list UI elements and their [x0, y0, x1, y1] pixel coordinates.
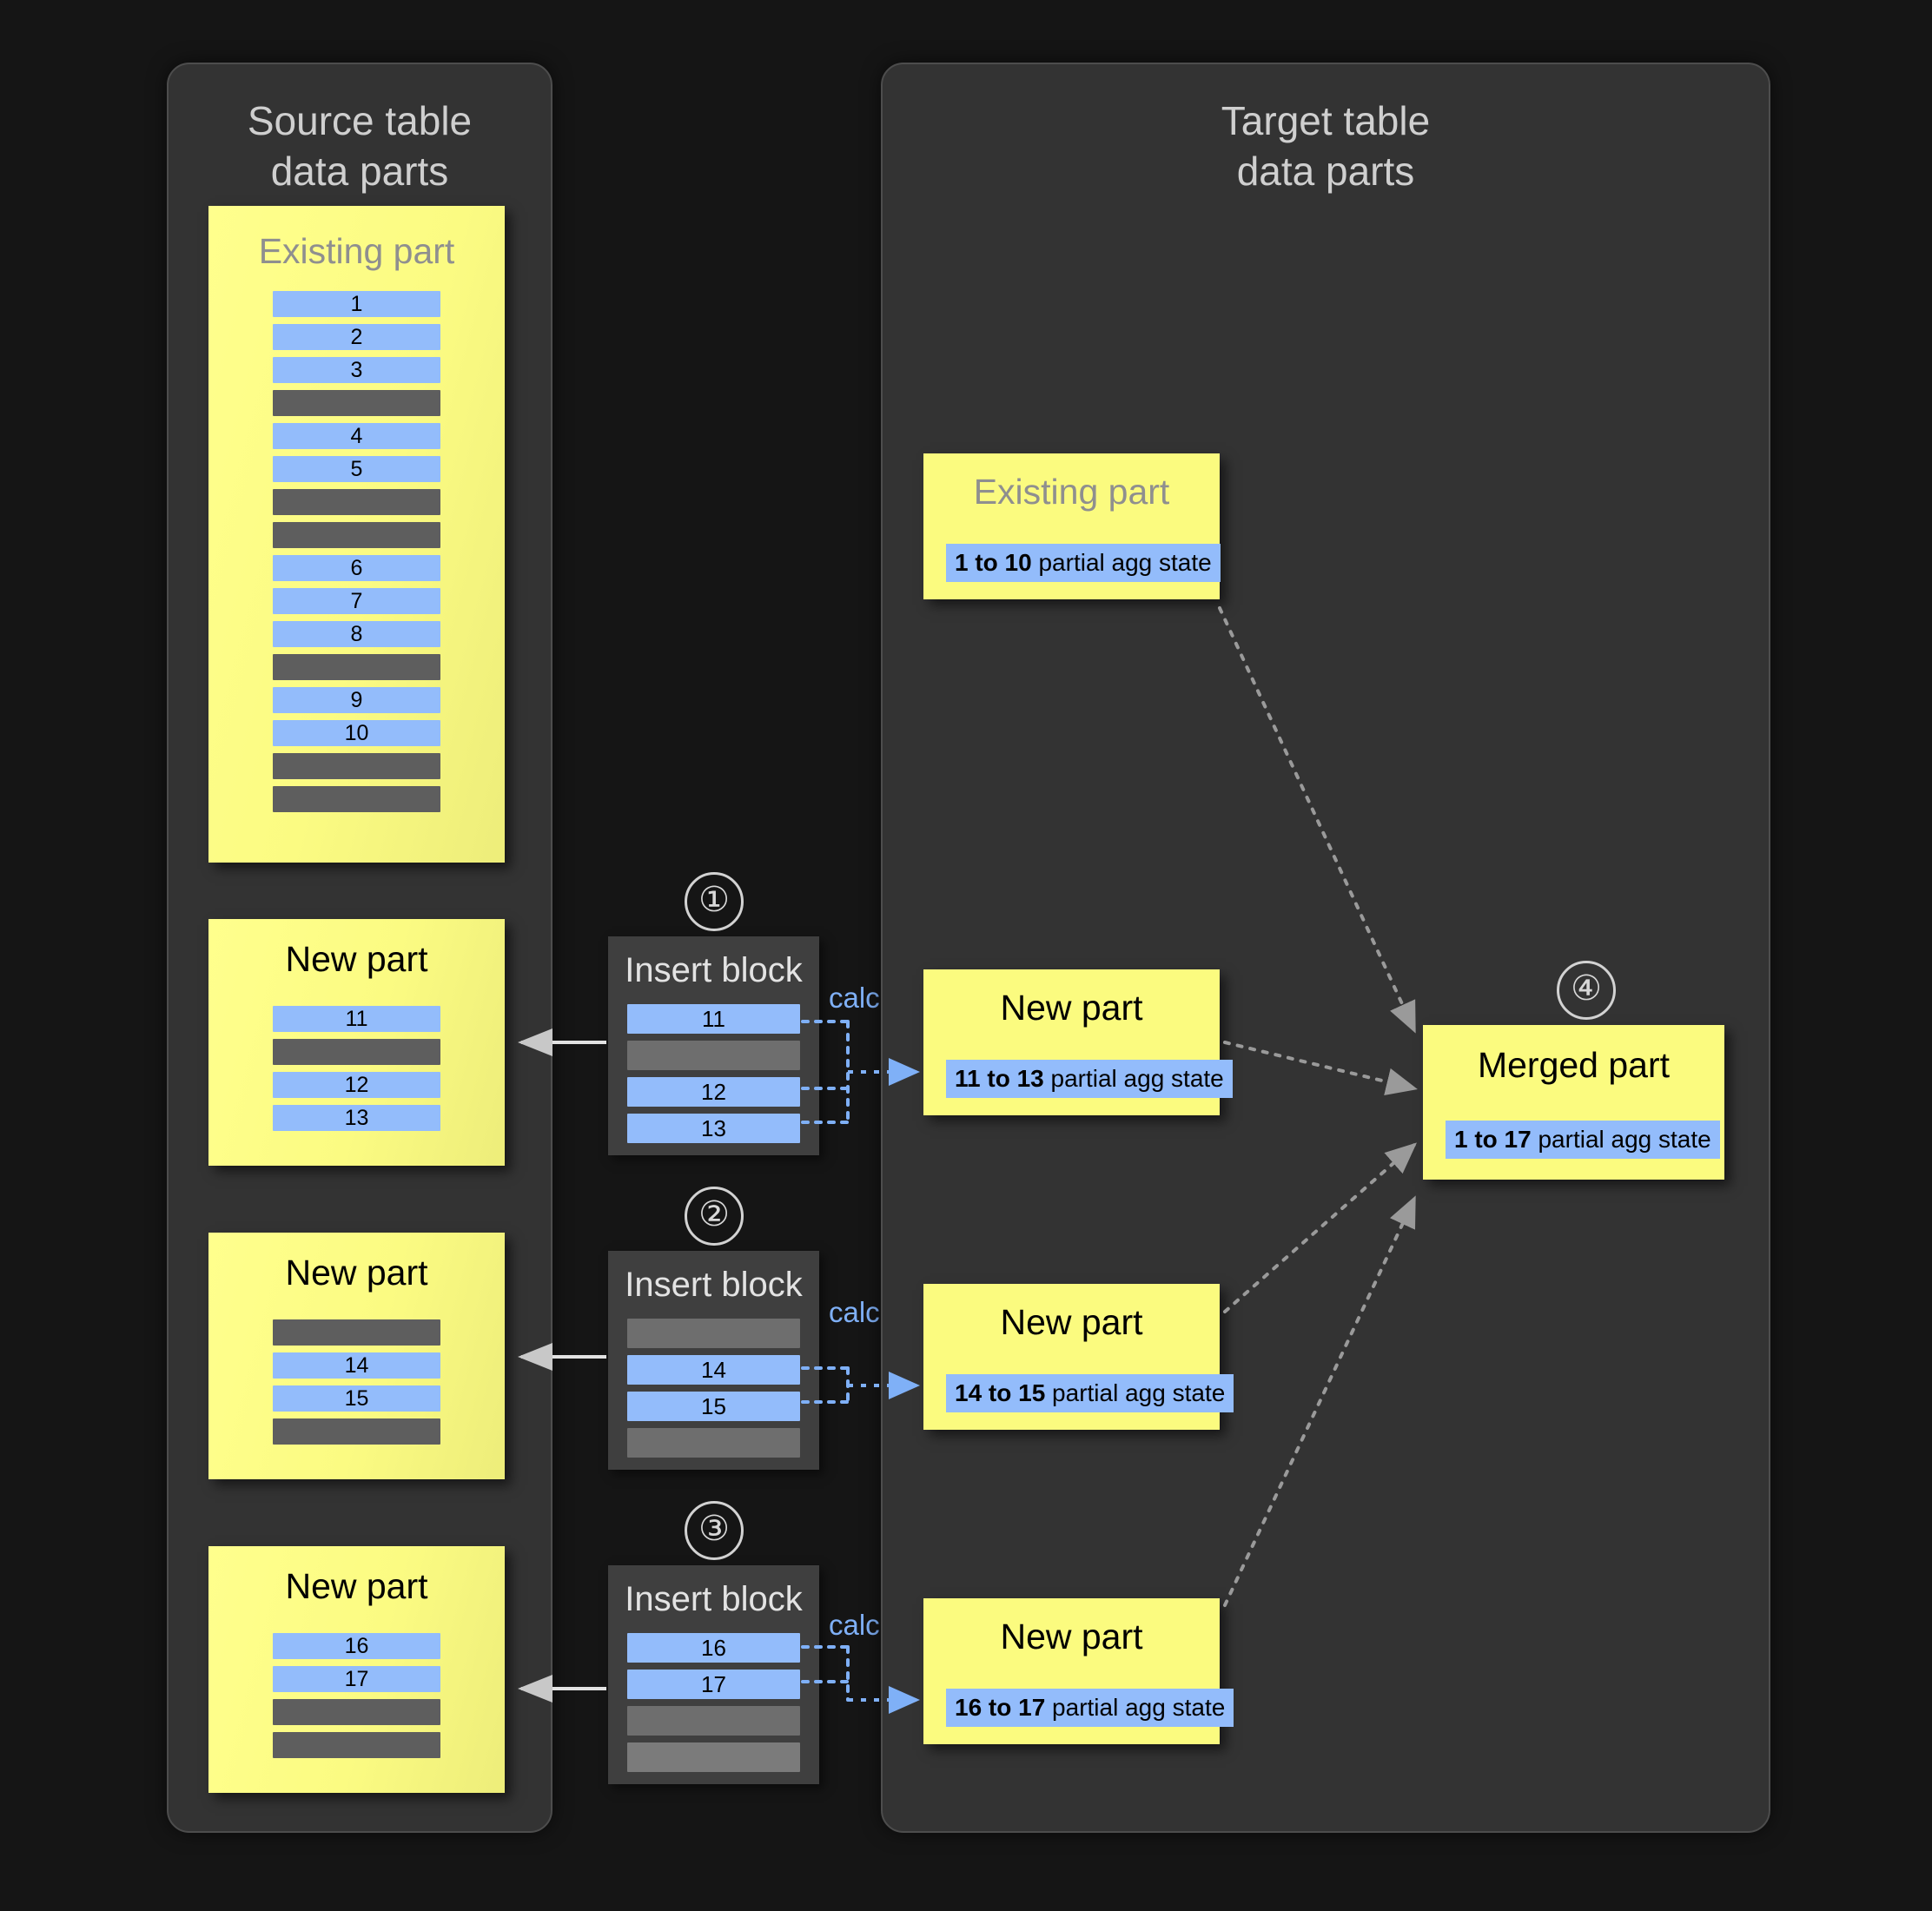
source-new-part-2-row-3: 15	[273, 1385, 440, 1412]
source-existing-row-6: 5	[273, 456, 440, 482]
source-new-part-1-row-3: 12	[273, 1072, 440, 1098]
target-table-title: Target table data parts	[1221, 98, 1431, 194]
agg-range: 16 to 17	[955, 1694, 1046, 1721]
source-existing-row-16	[273, 786, 440, 812]
source-existing-row-9: 6	[273, 555, 440, 581]
source-new-part-2-title: New part	[285, 1253, 428, 1293]
source-new-part-1-row-2	[273, 1039, 440, 1065]
source-new-part-3-row-2: 17	[273, 1666, 440, 1692]
source-new-part-1-row-1: 11	[273, 1006, 440, 1032]
source-existing-row-3: 3	[273, 357, 440, 383]
target-new-part-2-title: New part	[1000, 1302, 1143, 1342]
step-2-circle: ②	[685, 1187, 744, 1246]
insert-block-3-row-3	[627, 1706, 800, 1736]
agg-suffix: partial agg state	[1043, 1065, 1224, 1092]
agg-suffix: partial agg state	[1045, 1694, 1226, 1721]
insert-block-2-row-4	[627, 1428, 800, 1458]
source-new-part-1-row-4: 13	[273, 1105, 440, 1131]
target-new-part-3: New part 16 to 17 partial agg state	[923, 1598, 1234, 1744]
insert-block-2-title: Insert block	[625, 1266, 803, 1304]
insert-block-1-row-2	[627, 1041, 800, 1070]
source-existing-part: Existing part 1 2 3 4 5 6 7 8 9 10	[208, 206, 505, 863]
insert-block-1-row-3: 12	[627, 1077, 800, 1107]
target-table-panel: Target table data parts	[881, 63, 1770, 1833]
agg-range: 11 to 13	[955, 1065, 1044, 1092]
source-existing-row-2: 2	[273, 324, 440, 350]
agg-suffix: partial agg state	[1045, 1379, 1226, 1406]
source-existing-row-15	[273, 753, 440, 779]
source-new-part-1-rows: 11 12 13	[273, 1006, 440, 1138]
agg-range: 1 to 10	[955, 549, 1032, 576]
source-existing-row-10: 7	[273, 588, 440, 614]
insert-block-2-row-2: 14	[627, 1355, 800, 1385]
source-existing-part-title: Existing part	[258, 231, 455, 271]
insert-block-3-row-2: 17	[627, 1670, 800, 1699]
source-existing-row-4	[273, 390, 440, 416]
target-new-part-1-title: New part	[1000, 988, 1143, 1028]
source-existing-row-13: 9	[273, 687, 440, 713]
source-existing-row-12	[273, 654, 440, 680]
calc-label-1: calc	[829, 982, 880, 1014]
source-new-part-3-row-4	[273, 1732, 440, 1758]
source-existing-row-11: 8	[273, 621, 440, 647]
step-1-circle: ①	[685, 872, 744, 931]
insert-block-2-row-3: 15	[627, 1392, 800, 1421]
target-new-part-1-agg: 11 to 13 partial agg state	[946, 1060, 1233, 1098]
source-new-part-3-row-3	[273, 1699, 440, 1725]
target-existing-part-title: Existing part	[973, 472, 1170, 512]
source-existing-row-8	[273, 522, 440, 548]
insert-block-2-row-1	[627, 1319, 800, 1348]
source-existing-part-rows: 1 2 3 4 5 6 7 8 9 10	[273, 291, 440, 819]
source-new-part-2-row-1	[273, 1319, 440, 1346]
insert-block-1-rows: 11 12 13	[627, 1004, 800, 1150]
target-new-part-1: New part 11 to 13 partial agg state	[923, 969, 1233, 1115]
source-new-part-1: New part 11 12 13	[208, 919, 505, 1166]
source-table-title: Source table data parts	[247, 98, 473, 194]
source-existing-row-5: 4	[273, 423, 440, 449]
insert-block-1: Insert block 11 12 13	[608, 936, 819, 1155]
target-new-part-3-agg: 16 to 17 partial agg state	[946, 1689, 1234, 1727]
target-existing-part: Existing part 1 to 10 partial agg state	[923, 453, 1221, 599]
merged-part-title: Merged part	[1477, 1045, 1671, 1085]
insert-block-1-row-4: 13	[627, 1114, 800, 1143]
agg-range: 14 to 15	[955, 1379, 1046, 1406]
calc-label-3: calc	[829, 1609, 880, 1641]
agg-range: 1 to 17	[1454, 1126, 1532, 1153]
source-existing-row-7	[273, 489, 440, 515]
target-new-part-3-title: New part	[1000, 1617, 1143, 1656]
insert-block-3-row-4	[627, 1742, 800, 1772]
source-new-part-3-title: New part	[285, 1566, 428, 1606]
insert-block-1-row-1: 11	[627, 1004, 800, 1034]
source-existing-row-14: 10	[273, 720, 440, 746]
target-existing-part-agg: 1 to 10 partial agg state	[946, 544, 1221, 582]
insert-block-1-title: Insert block	[625, 951, 803, 989]
insert-block-3-row-1: 16	[627, 1633, 800, 1663]
merged-part-agg: 1 to 17 partial agg state	[1446, 1121, 1720, 1159]
merged-part: Merged part 1 to 17 partial agg state	[1423, 1025, 1724, 1180]
source-existing-row-1: 1	[273, 291, 440, 317]
source-new-part-2-row-2: 14	[273, 1352, 440, 1379]
step-4-circle: ④	[1557, 961, 1616, 1020]
agg-suffix: partial agg state	[1031, 549, 1212, 576]
target-new-part-2-agg: 14 to 15 partial agg state	[946, 1374, 1234, 1412]
insert-block-3-title: Insert block	[625, 1580, 803, 1618]
source-new-part-2-row-4	[273, 1418, 440, 1445]
target-new-part-2: New part 14 to 15 partial agg state	[923, 1284, 1234, 1430]
agg-suffix: partial agg state	[1531, 1126, 1711, 1153]
step-3-circle: ③	[685, 1501, 744, 1560]
source-new-part-1-title: New part	[285, 939, 428, 979]
calc-label-2: calc	[829, 1296, 880, 1328]
source-new-part-3-row-1: 16	[273, 1633, 440, 1659]
